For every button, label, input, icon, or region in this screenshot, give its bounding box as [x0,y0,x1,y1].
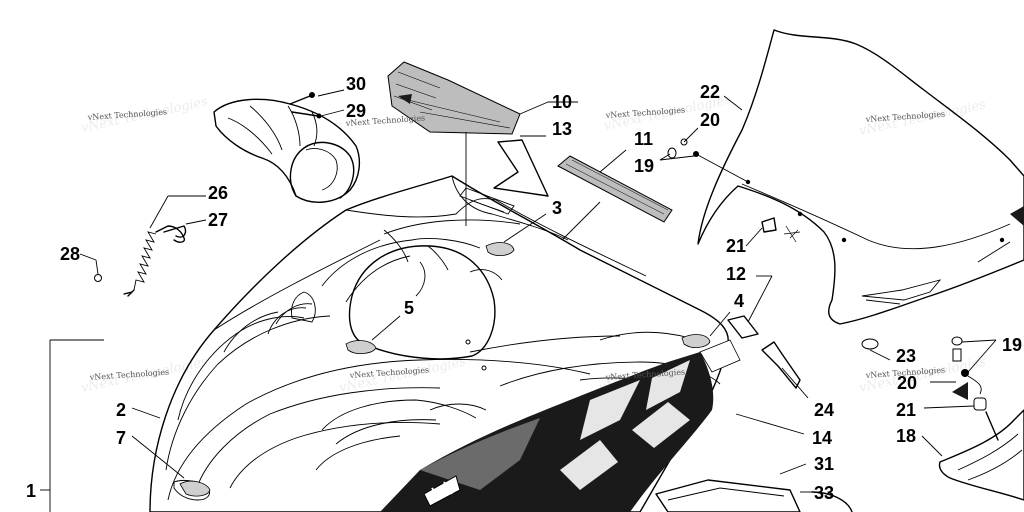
hood-assembly [149,175,741,512]
callout-26: 26 [208,183,228,203]
callout-21-right: 21 [896,400,916,420]
shroud-screws [289,92,322,119]
callout-22: 22 [700,82,720,102]
callout-18: 18 [896,426,916,446]
headlight-shroud [213,98,361,203]
top-decal-10 [387,61,521,135]
mirror-bracket-18 [938,409,1024,501]
callout-23: 23 [896,346,916,366]
windshield-fasteners-top [667,138,749,183]
right-fasteners [951,336,987,411]
callout-12: 12 [726,264,746,284]
windshield [697,29,1024,325]
callout-27: 27 [208,210,228,230]
spring-assembly [94,225,187,297]
callout-21: 21 [726,236,746,256]
callout-7: 7 [116,428,126,448]
callout-31: 31 [814,454,834,474]
callout-30: 30 [346,74,366,94]
callout-2: 2 [116,400,126,420]
callout-19: 19 [634,156,654,176]
callout-5: 5 [404,298,414,318]
callout-19-right: 19 [1002,335,1022,355]
callout-10: 10 [552,92,572,112]
callout-24: 24 [814,400,834,420]
callout-13: 13 [552,119,572,139]
small-decal-12 [727,315,759,339]
callout-14: 14 [812,428,832,448]
watermark-labels: vNext Technologies vNext Technologies vN… [87,105,946,382]
washer-23 [861,338,879,350]
strip-decal-11 [557,155,673,223]
watermark-ghost-layer: vNext Technologies vNext Technologies vN… [80,92,988,396]
callout-20: 20 [700,110,720,130]
callout-29: 29 [346,101,366,121]
callout-1: 1 [26,481,36,501]
callout-20-right: 20 [897,373,917,393]
leader-lines [40,89,997,512]
bracket-24 [761,341,801,389]
callout-3: 3 [552,198,562,218]
callout-11: 11 [634,129,653,149]
callout-4: 4 [734,291,744,311]
callout-28: 28 [60,244,80,264]
small-decal-13 [493,139,549,197]
callout-numbers: 30 29 10 13 11 22 20 19 26 27 28 3 21 12… [26,74,1022,503]
fastener-21-top [761,217,777,233]
callout-33: 33 [814,483,834,503]
plate-31 [655,479,853,512]
